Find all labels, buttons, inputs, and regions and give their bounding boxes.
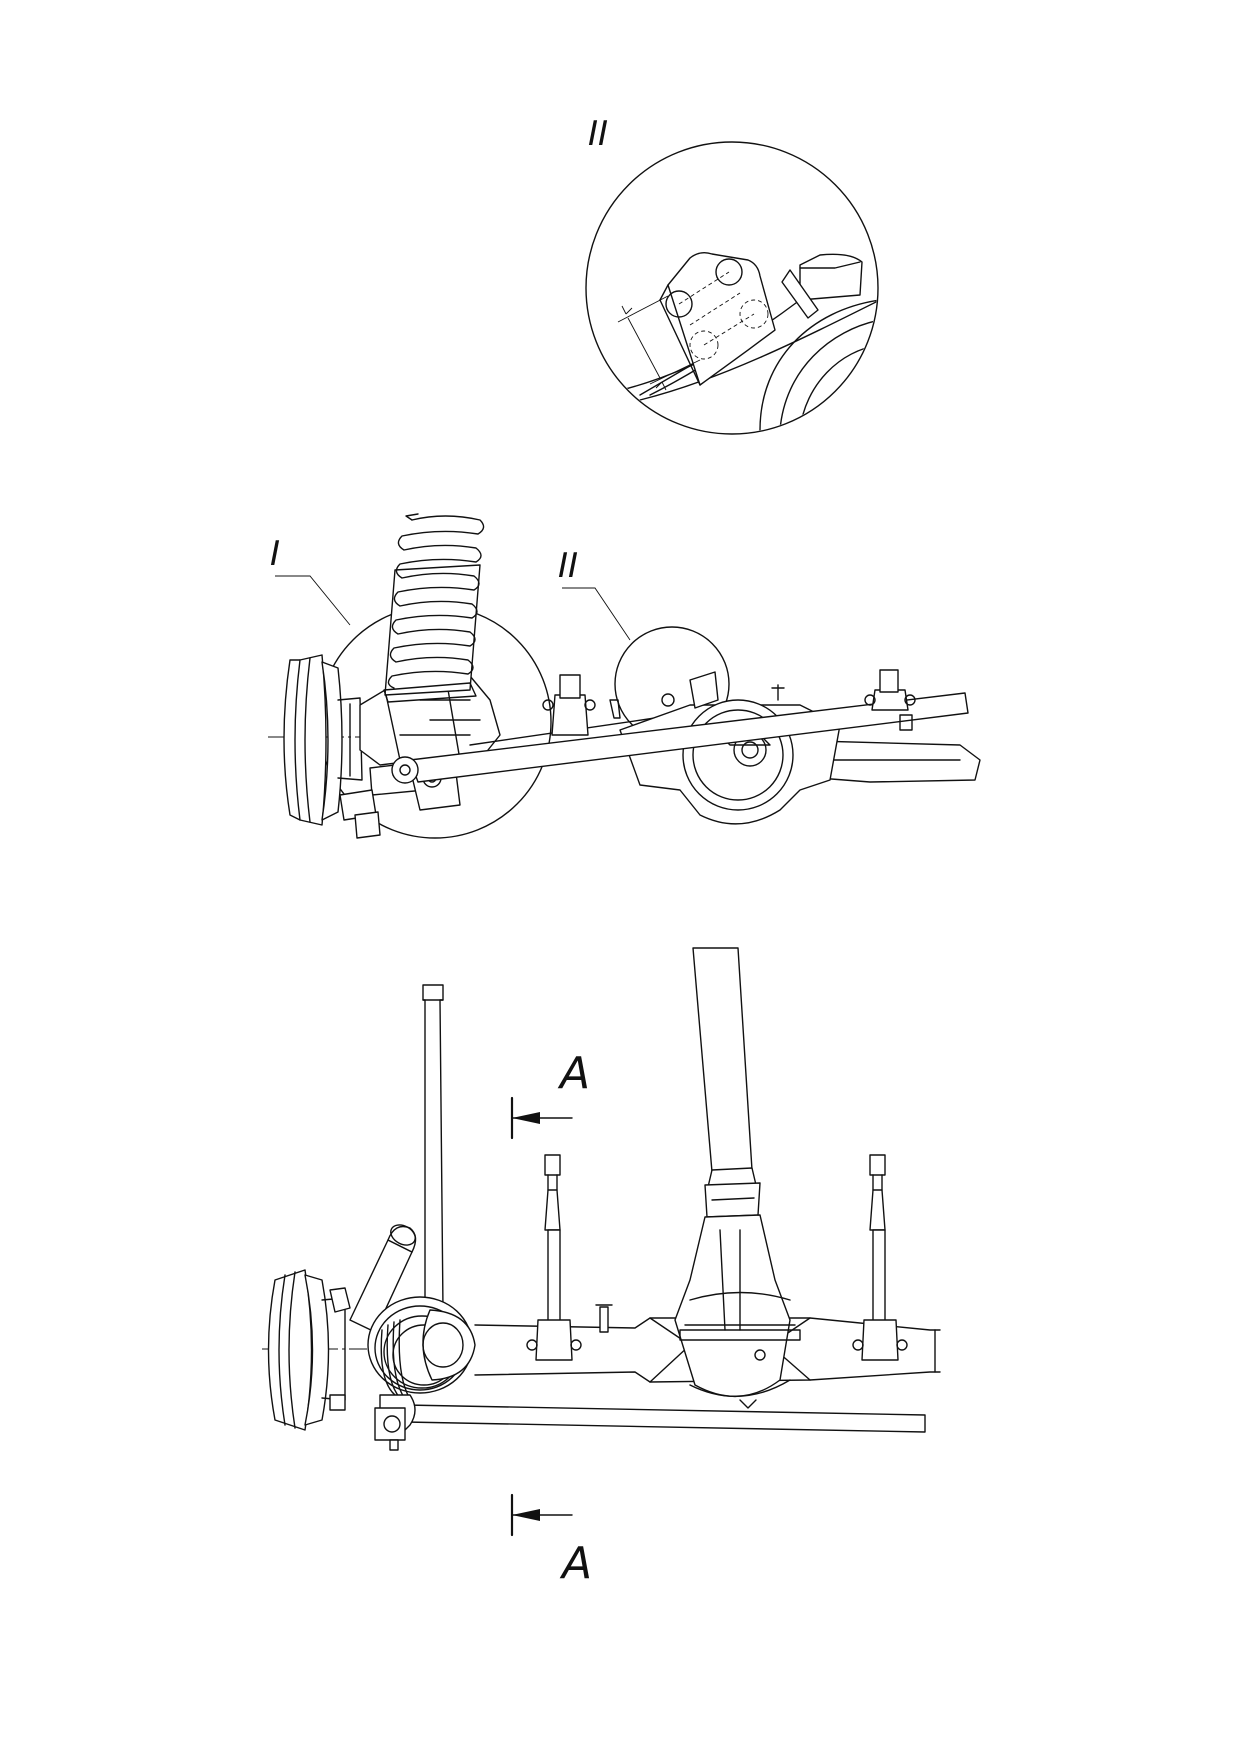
axle-bracket-left — [542, 674, 621, 736]
differential-plan — [674, 1214, 801, 1409]
detail-ii-callout-label: II — [558, 546, 578, 586]
detail-i-callout-label: I — [270, 534, 280, 574]
detail-view-ii: II — [585, 114, 879, 435]
section-label-top: A — [557, 1048, 590, 1099]
axle-bracket-right — [864, 669, 916, 731]
axle-top-view: A A — [262, 947, 941, 1589]
detail-view-ii-label: II — [588, 114, 608, 154]
section-mark-top: A — [510, 1048, 590, 1140]
coil-spring — [383, 513, 485, 703]
axle-side-view: I II — [268, 513, 981, 839]
upper-link-right — [852, 1154, 908, 1361]
upper-link-left — [526, 1154, 582, 1361]
section-mark-bottom: A — [510, 1493, 592, 1589]
coil-spring-plan — [367, 1296, 476, 1403]
section-label-bottom: A — [559, 1538, 592, 1589]
